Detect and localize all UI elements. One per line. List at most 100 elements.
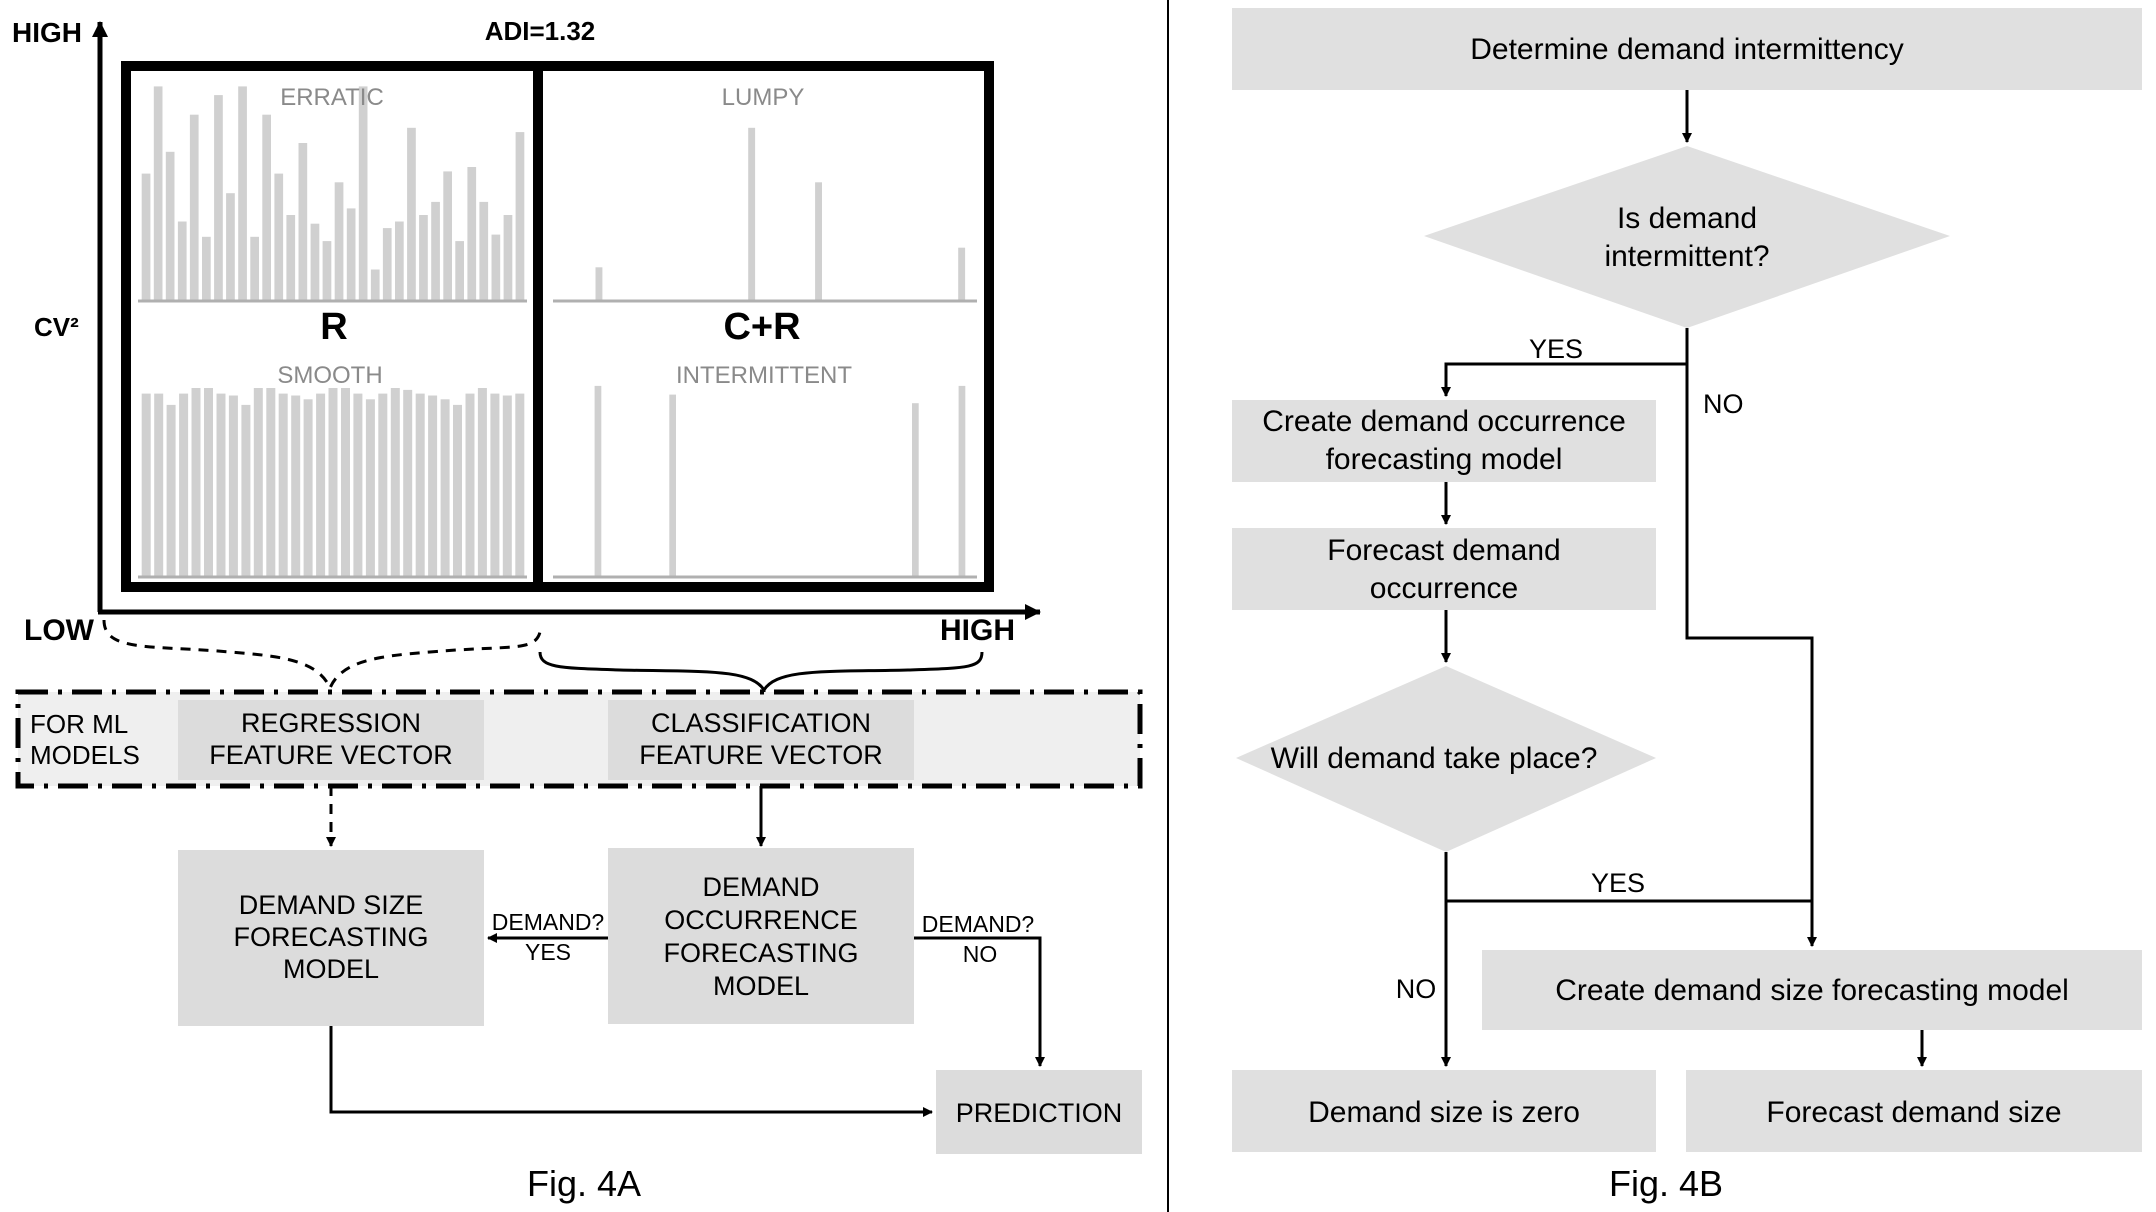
ml-models-label-line2: MODELS — [30, 740, 140, 770]
classification-brace — [538, 651, 984, 693]
smooth-bar — [278, 393, 288, 576]
regression-tag: R — [320, 306, 347, 348]
lumpy-bar — [815, 182, 822, 300]
smooth-bar — [154, 393, 164, 576]
erratic-bars — [141, 86, 525, 301]
smooth-bar — [216, 393, 226, 576]
smooth-label: SMOOTH — [277, 362, 382, 389]
smooth-bar — [353, 393, 363, 576]
smooth-bar — [515, 393, 525, 576]
will-demand-take-place-label: Will demand take place? — [1271, 742, 1598, 775]
smooth-bar — [390, 388, 400, 576]
fig-4b-caption: Fig. 4B — [1609, 1163, 1723, 1204]
smooth-bar — [403, 389, 413, 576]
erratic-bar — [274, 173, 284, 300]
erratic-bar — [262, 114, 271, 300]
erratic-bar — [515, 132, 525, 300]
erratic-bar — [226, 193, 235, 300]
y-axis-label: CV² — [34, 312, 79, 342]
erratic-bar — [431, 201, 440, 300]
erratic-label: ERRATIC — [280, 84, 384, 111]
occurrence-model-line1: DEMAND — [702, 872, 819, 902]
erratic-bar — [177, 221, 187, 300]
smooth-bar — [179, 393, 189, 576]
smooth-bar — [378, 393, 388, 576]
create-size-model-label: Create demand size forecasting model — [1555, 974, 2069, 1007]
demand-no-label-line2: NO — [963, 941, 998, 967]
intermittent-label: INTERMITTENT — [676, 362, 852, 389]
will-demand-take-place-diamond — [1236, 666, 1656, 852]
demand-occurrence-model-box — [608, 848, 914, 1024]
erratic-bar — [419, 215, 428, 300]
ml-models-band-border — [15, 689, 1143, 789]
smooth-bar — [477, 388, 487, 576]
erratic-bar — [334, 182, 344, 300]
intermittent-yes-label: YES — [1529, 334, 1583, 364]
prediction-label: PREDICTION — [956, 1098, 1123, 1128]
smooth-bar — [141, 393, 151, 576]
fig-4a: ERRATIC LUMPY SMOOTH INTERMITTENT R C+R … — [12, 16, 1143, 1204]
erratic-bar — [322, 241, 332, 300]
intermittent-bars — [594, 385, 966, 576]
intermittent-bar — [669, 394, 676, 576]
occurrence-model-line4: MODEL — [713, 971, 809, 1001]
regression-box-line2: FEATURE VECTOR — [209, 740, 453, 770]
smooth-bar — [241, 404, 251, 576]
forecast-demand-size-label: Forecast demand size — [1766, 1096, 2061, 1129]
intermittent-bar — [912, 403, 919, 576]
intermittent-no-arrow — [1685, 364, 1817, 947]
erratic-bar — [238, 86, 247, 301]
smooth-bar — [341, 388, 350, 576]
erratic-bar — [503, 215, 513, 300]
lumpy-bar — [748, 127, 756, 300]
demand-no-label-line1: DEMAND? — [922, 911, 1034, 937]
is-intermittent-line2: intermittent? — [1604, 240, 1769, 273]
erratic-bar — [286, 215, 296, 300]
is-intermittent-diamond — [1424, 146, 1950, 328]
erratic-bar — [479, 201, 489, 300]
take-place-yes-label: YES — [1591, 868, 1645, 898]
classification-box-line2: FEATURE VECTOR — [639, 740, 883, 770]
ml-models-label-line1: FOR ML — [30, 709, 128, 739]
erratic-bar — [455, 241, 464, 300]
smooth-bar — [316, 393, 326, 576]
smooth-bar — [490, 393, 500, 576]
erratic-bar — [141, 173, 151, 300]
forecast-occurrence-box — [1232, 528, 1656, 610]
demand-yes-label-line1: DEMAND? — [492, 909, 604, 935]
adi-label: ADI=1.32 — [485, 16, 596, 46]
smooth-bar — [291, 395, 301, 576]
occurrence-model-line2: OCCURRENCE — [664, 905, 858, 935]
smooth-bar — [428, 395, 438, 576]
erratic-bar — [202, 236, 211, 300]
create-occurrence-model-box — [1232, 400, 1656, 482]
size-model-line2: FORECASTING — [233, 922, 428, 952]
erratic-bar — [214, 95, 223, 300]
regression-brace — [102, 619, 542, 692]
is-intermittent-line1: Is demand — [1617, 202, 1757, 235]
erratic-bar — [467, 167, 477, 300]
erratic-bar — [382, 228, 392, 300]
smooth-bar — [415, 393, 425, 576]
prediction-box — [936, 1070, 1142, 1154]
create-occurrence-line1: Create demand occurrence — [1262, 405, 1626, 438]
smooth-bar — [465, 393, 475, 576]
regression-box-line1: REGRESSION — [241, 708, 421, 738]
smooth-bar — [166, 404, 176, 576]
smooth-bar — [453, 404, 462, 576]
demand-size-zero-box — [1232, 1070, 1656, 1152]
intermittent-bar — [958, 385, 966, 576]
erratic-bar — [358, 86, 368, 301]
erratic-bar — [310, 223, 320, 300]
classification-regression-tag: C+R — [723, 306, 800, 348]
fig-4a-caption: Fig. 4A — [527, 1163, 641, 1204]
smooth-bar — [191, 388, 201, 576]
smooth-bar — [502, 395, 512, 576]
smooth-bars — [141, 388, 525, 576]
smooth-bar — [440, 399, 450, 576]
x-axis-high-label: HIGH — [940, 614, 1015, 647]
occurrence-model-line3: FORECASTING — [663, 938, 858, 968]
size-model-line3: MODEL — [283, 954, 379, 984]
classification-box-line1: CLASSIFICATION — [651, 708, 871, 738]
demand-no-arrow — [914, 936, 1045, 1067]
